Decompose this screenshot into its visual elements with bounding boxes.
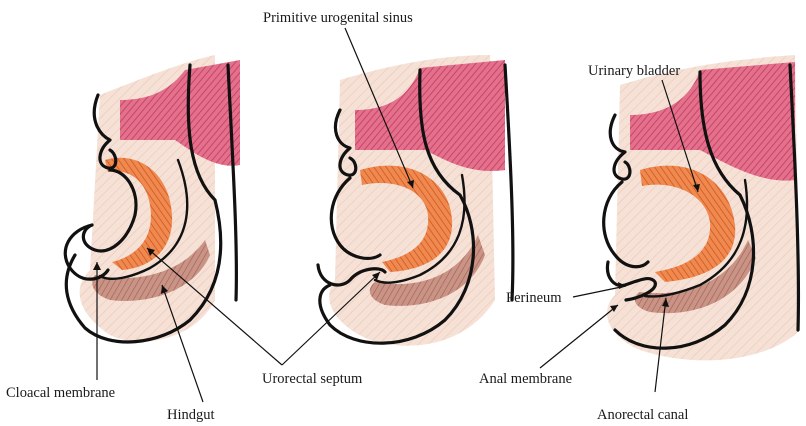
label-urinary-bladder: Urinary bladder: [588, 63, 680, 79]
label-cloacal-membrane: Cloacal membrane: [6, 385, 115, 401]
label-perineum: Perineum: [506, 290, 562, 306]
leader-anal-membrane: [540, 305, 618, 368]
label-anorectal-canal: Anorectal canal: [597, 407, 688, 423]
stage-2-outline-back: [505, 65, 513, 300]
stage-2-drawing: [318, 55, 513, 346]
label-anal-membrane: Anal membrane: [479, 371, 572, 387]
stage-3-drawing: [604, 55, 800, 360]
label-hindgut: Hindgut: [167, 407, 215, 423]
label-urorectal-septum: Urorectal septum: [262, 371, 363, 387]
label-primitive-urogenital-sinus: Primitive urogenital sinus: [263, 10, 413, 26]
stage-1-drawing: [65, 55, 240, 342]
